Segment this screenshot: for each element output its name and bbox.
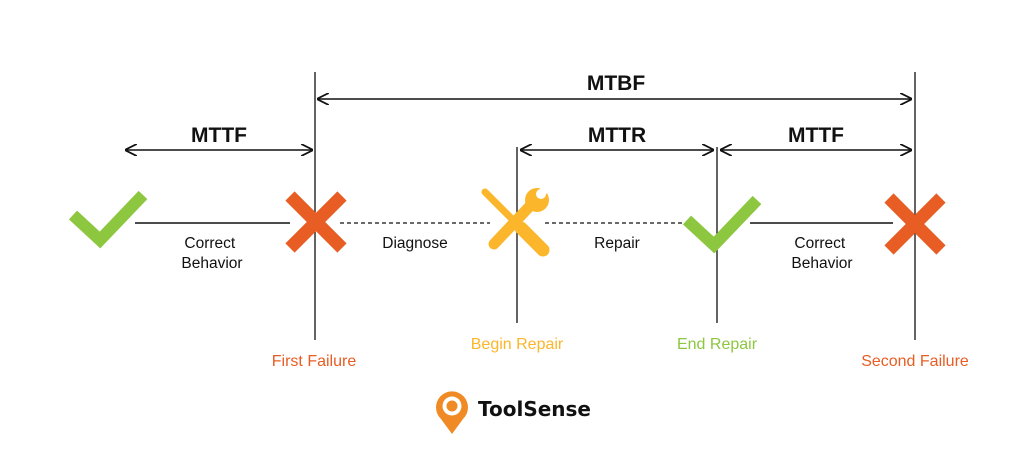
tools-icon (481, 181, 552, 257)
cross-icon (884, 193, 946, 255)
correct-behavior-label-1: Correct Behavior (181, 235, 242, 272)
diagnose-label: Diagnose (382, 235, 448, 252)
begin-repair-label: Begin Repair (471, 336, 564, 353)
check-icon (682, 195, 762, 254)
cross-icon (285, 191, 347, 253)
check-icon (68, 190, 148, 249)
mttf-first-label: MTTF (191, 124, 247, 147)
repair-label: Repair (594, 235, 640, 252)
mttr-label: MTTR (588, 124, 646, 147)
correct-behavior-label-2: Correct Behavior (791, 235, 852, 272)
second-failure-label: Second Failure (861, 353, 969, 370)
mttf-second-label: MTTF (788, 124, 844, 147)
brand-name: ToolSense (478, 397, 591, 421)
end-repair-label: End Repair (677, 336, 758, 353)
first-failure-label: First Failure (272, 353, 357, 370)
mtbf-label: MTBF (587, 72, 645, 95)
location-pin-logo (436, 391, 469, 434)
